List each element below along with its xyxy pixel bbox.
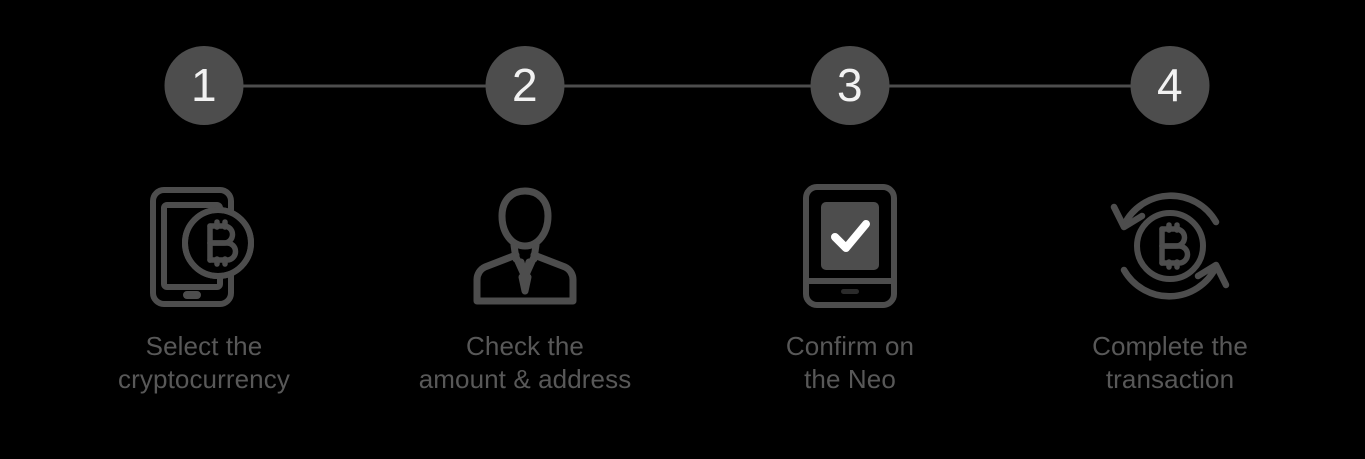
step-1-caption-line-2: cryptocurrency: [118, 364, 290, 394]
step-3-caption: Confirm on the Neo: [690, 330, 1010, 396]
bitcoin-exchange-arrows-icon: [1105, 183, 1235, 308]
step-3-caption-line-2: the Neo: [804, 364, 896, 394]
step-4-caption-line-2: transaction: [1105, 364, 1235, 394]
step-2-caption-line-2: amount & address: [418, 364, 632, 394]
step-3-number-circle: 3: [810, 46, 890, 125]
step-3-caption-line-1: Confirm on: [785, 331, 915, 361]
step-2: 2 Check the: [365, 0, 685, 459]
smartphone-bitcoin-icon: [139, 183, 269, 308]
step-3: 3 Confirm on the Neo: [690, 0, 1010, 459]
step-2-caption-line-1: Check the: [466, 331, 584, 361]
step-4-number: 4: [1156, 58, 1184, 111]
step-1-caption-line-1: Select the: [145, 331, 263, 361]
step-1-caption: Select the cryptocurrency: [44, 330, 364, 396]
step-2-caption: Check the amount & address: [365, 330, 685, 396]
person-suit-icon: [460, 183, 590, 308]
step-connector-line: [204, 84, 1170, 88]
step-4-caption: Complete the transaction: [1010, 330, 1330, 396]
step-4-caption-line-1: Complete the: [1092, 331, 1248, 361]
step-2-number: 2: [511, 58, 539, 111]
step-4: 4: [1010, 0, 1330, 459]
step-3-number: 3: [836, 58, 864, 111]
step-2-number-circle: 2: [485, 46, 565, 125]
step-1: 1: [44, 0, 364, 459]
device-checkmark-icon: [785, 183, 915, 308]
step-1-number-circle: 1: [164, 46, 244, 125]
step-1-number: 1: [190, 58, 218, 111]
step-4-number-circle: 4: [1130, 46, 1210, 125]
